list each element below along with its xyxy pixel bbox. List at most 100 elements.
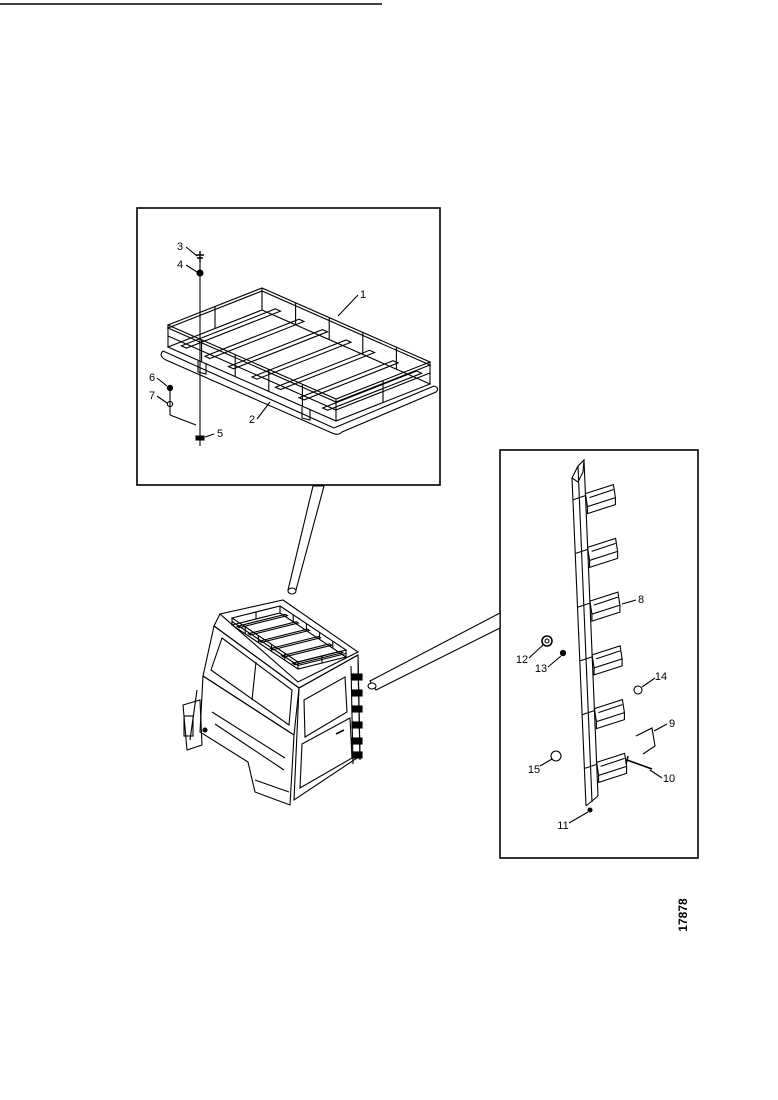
callout-3: 3 — [177, 241, 183, 253]
cab-grille-line — [214, 723, 285, 771]
bolt-10 — [626, 759, 653, 770]
cab-rack-floor-slat — [280, 643, 333, 658]
ladder-step-tread-line — [593, 596, 619, 606]
cab-rack-mid-rail — [231, 621, 299, 666]
cab-windshield-divider — [251, 661, 257, 701]
cab-rack-floor-slat — [258, 628, 311, 643]
cab-rack-floor-slat — [291, 650, 345, 666]
cab-ladder-rail — [350, 665, 354, 765]
ladder-step — [593, 698, 626, 723]
ladder-step-side — [589, 551, 619, 569]
cab-ladder-step — [351, 673, 363, 681]
leader-13 — [547, 655, 562, 668]
cab-rack-mid-rail — [297, 652, 347, 667]
ladder-inset — [499, 449, 699, 859]
ladder-step — [589, 591, 621, 615]
cab-overview — [182, 599, 363, 806]
leader-2 — [256, 401, 271, 420]
ladder-step-tread-line — [589, 489, 614, 499]
rack-mounting-bracket — [301, 407, 311, 421]
rack-floor-slat — [179, 308, 282, 349]
ladder-step-bolt-line — [582, 710, 595, 716]
cab-light — [202, 727, 208, 733]
ladder-step-tread-line — [595, 650, 621, 660]
leader-5 — [204, 433, 215, 438]
ladder-step — [591, 645, 623, 669]
ladder-top-cap — [571, 458, 585, 483]
nut-12 — [541, 635, 553, 647]
ladder-step — [584, 483, 617, 508]
washer-15 — [550, 750, 562, 762]
leader-6 — [156, 377, 168, 387]
rack-mid-rail — [167, 335, 337, 411]
nut-5 — [195, 435, 205, 441]
callout-6: 6 — [149, 372, 155, 384]
rack-base-runner-curve — [160, 350, 439, 435]
ladder-step-side — [595, 712, 625, 730]
callout-13: 13 — [535, 663, 547, 675]
ladder-step — [586, 537, 619, 562]
cab-roof-rack — [230, 605, 348, 670]
callout-12: 12 — [516, 654, 528, 666]
mirror — [183, 715, 194, 737]
leader-10 — [649, 769, 663, 779]
washer-4 — [196, 269, 204, 277]
bracket-9 — [635, 727, 656, 755]
roof-rack-pointer — [287, 485, 325, 591]
figure-number: 17878 — [676, 898, 690, 932]
rack-floor-slat — [250, 339, 353, 380]
rack-floor-slat — [274, 349, 377, 391]
ladder-drawing — [571, 458, 628, 807]
ladder-stringer-right — [583, 459, 599, 797]
callout-11: 11 — [557, 820, 568, 832]
leader-3 — [185, 246, 198, 257]
ladder-step-tread-line — [600, 757, 625, 767]
cab-door-handle — [335, 729, 345, 735]
ladder-step-side — [598, 766, 628, 784]
cab-front-panel — [199, 675, 295, 806]
callout-8: 8 — [638, 594, 644, 606]
cab-grille-line — [211, 711, 286, 759]
view-connectors — [287, 485, 501, 691]
ladder-step-bolt-line — [579, 656, 593, 662]
callout-7: 7 — [149, 390, 155, 402]
bolt-3 — [196, 251, 204, 262]
cab-ladder-step — [351, 689, 363, 697]
cab-side-window — [303, 676, 348, 738]
leader-14 — [641, 677, 656, 688]
cab-ladder-step — [351, 751, 363, 759]
leader-7 — [156, 395, 168, 404]
bolt-11 — [587, 807, 593, 813]
leader-12 — [528, 644, 544, 659]
washer-14 — [633, 685, 643, 695]
ladder-step-bolt-line — [575, 548, 588, 554]
cab-roof — [218, 599, 360, 683]
cab-rack-floor-slat — [269, 635, 322, 651]
leader-1 — [337, 294, 359, 317]
cab-windshield-frame — [202, 625, 300, 736]
ladder-pointer — [369, 612, 501, 691]
ladder-step-side — [593, 658, 623, 676]
callout-1: 1 — [360, 289, 366, 301]
ladder-step-tread-line — [591, 542, 616, 552]
rack-floor-slat — [203, 318, 306, 360]
leader-4 — [185, 264, 198, 273]
rack-floor-slat — [227, 329, 329, 370]
mirror-arm — [189, 689, 198, 741]
cab-rack-base-frame — [230, 612, 348, 670]
callout-5: 5 — [217, 428, 223, 440]
nut-6 — [166, 384, 174, 392]
cab-bumper-line — [254, 779, 290, 793]
rack-mid-rail — [335, 372, 431, 411]
cab-ladder-step — [351, 721, 363, 729]
leader-11 — [568, 811, 589, 824]
callout-15: 15 — [528, 764, 540, 776]
ladder-step — [595, 752, 628, 777]
callout-4: 4 — [177, 259, 183, 271]
ladder-step-tread-line — [598, 704, 623, 714]
ladder-bottom-end — [585, 795, 599, 807]
cab-rack-floor-slat — [247, 621, 300, 636]
roof-rack-inset — [136, 207, 441, 486]
bracket-bolt-line — [169, 414, 197, 426]
nut-12-hole — [544, 638, 550, 644]
